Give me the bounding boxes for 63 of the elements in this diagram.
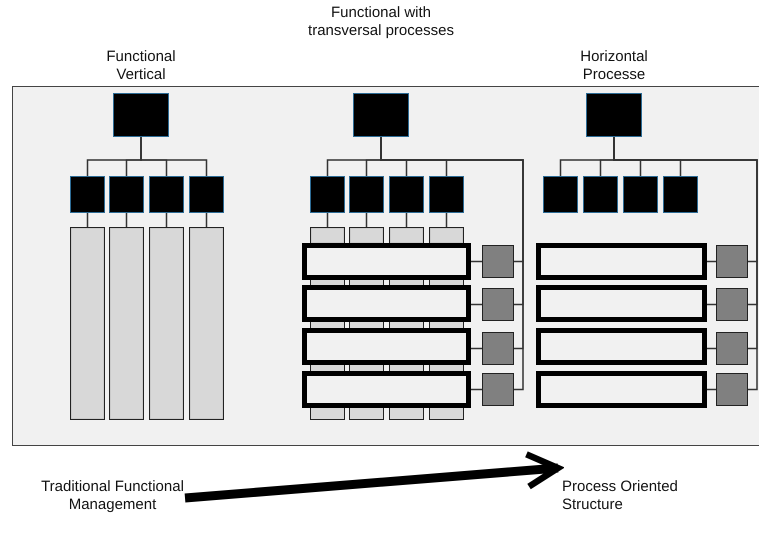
function-column: [149, 227, 184, 420]
process-bar: [302, 285, 471, 322]
process-owner-box: [482, 245, 514, 278]
connector-line: [707, 304, 716, 306]
process-bar: [302, 328, 471, 365]
process-bar: [536, 285, 707, 322]
process-bar: [536, 371, 707, 408]
org-box: [623, 176, 658, 213]
process-bar: [536, 243, 707, 280]
org-box: [349, 176, 384, 213]
transition-arrow: [184, 451, 562, 502]
function-column: [189, 227, 224, 420]
connector-line: [471, 304, 482, 306]
stage-label: Process Oriented Structure: [562, 478, 679, 514]
process-owner-box: [716, 332, 748, 365]
connector-line: [707, 348, 716, 350]
process-bar: [302, 243, 471, 280]
org-box: [353, 93, 409, 137]
process-owner-box: [716, 373, 748, 406]
process-owner-box: [482, 373, 514, 406]
org-box: [389, 176, 424, 213]
function-column: [389, 227, 424, 243]
function-column: [349, 227, 384, 243]
connector-line: [126, 213, 128, 227]
connector-line: [707, 388, 716, 390]
org-box: [429, 176, 464, 213]
org-box: [109, 176, 144, 213]
function-column: [70, 227, 105, 420]
org-box: [663, 176, 698, 213]
function-column: [109, 227, 144, 420]
process-bar: [302, 371, 471, 408]
process-owner-box: [716, 288, 748, 321]
connector-line: [406, 213, 408, 227]
org-box: [70, 176, 105, 213]
connector-line: [471, 388, 482, 390]
org-box: [543, 176, 578, 213]
connector-line: [326, 213, 328, 227]
connector-line: [140, 137, 208, 176]
org-box: [586, 93, 642, 137]
org-box: [583, 176, 618, 213]
connector-line: [446, 213, 448, 227]
connector-line: [86, 213, 88, 227]
process-owner-box: [716, 245, 748, 278]
connector-line: [206, 213, 208, 227]
org-box: [310, 176, 345, 213]
org-box: [113, 93, 169, 137]
org-box: [149, 176, 184, 213]
process-owner-box: [482, 332, 514, 365]
column-heading: Horizontal Processe: [579, 48, 649, 84]
connector-line: [366, 213, 368, 227]
stage-label: Traditional Functional Management: [40, 478, 185, 514]
connector-line: [166, 213, 168, 227]
connector-line: [380, 137, 524, 390]
function-column: [310, 227, 345, 243]
process-bar: [536, 328, 707, 365]
connector-line: [471, 260, 482, 262]
process-owner-box: [482, 288, 514, 321]
connector-line: [471, 348, 482, 350]
column-heading: Functional Vertical: [105, 48, 177, 84]
column-heading: Functional with transversal processes: [307, 4, 455, 40]
function-column: [429, 227, 464, 243]
org-box: [189, 176, 224, 213]
connector-line: [707, 260, 716, 262]
